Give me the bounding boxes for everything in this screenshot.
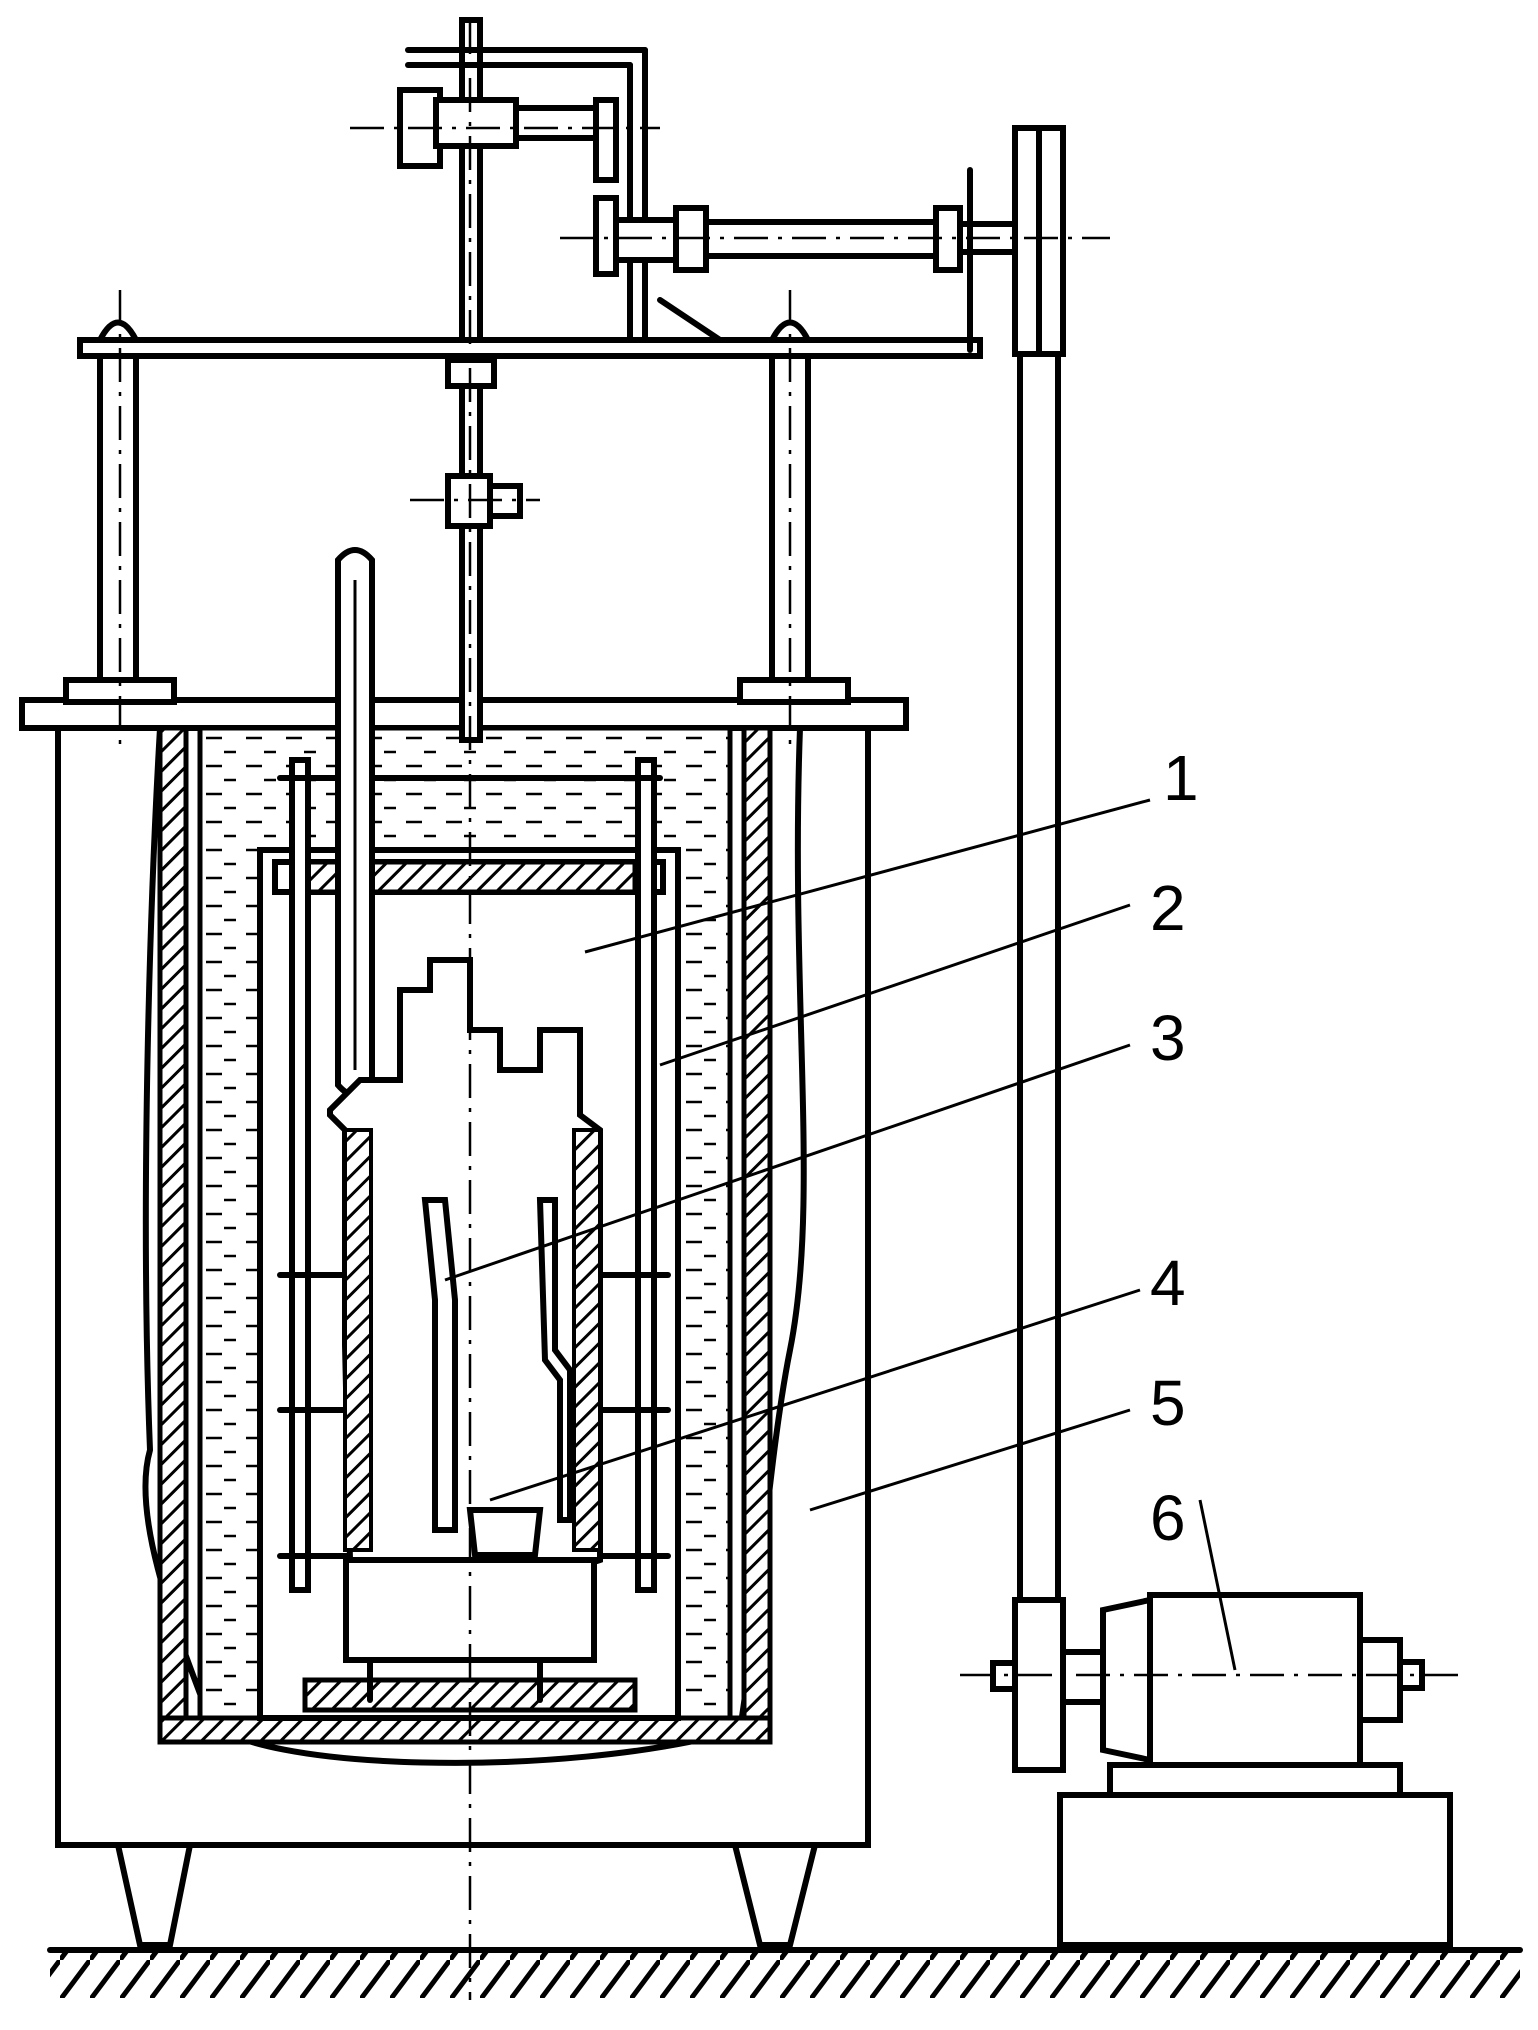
guide-rods	[277, 757, 671, 1593]
motor	[1057, 1592, 1453, 1948]
label-3: 3	[1150, 1002, 1186, 1074]
tank-legs	[114, 1842, 819, 1948]
label-2: 2	[1150, 872, 1186, 944]
cutaway-line	[142, 725, 807, 1766]
thermometer	[335, 547, 375, 1098]
insulation-wall	[157, 725, 773, 1745]
label-1: 1	[1163, 742, 1199, 814]
belt-drive	[990, 125, 1066, 1773]
drive-mechanism	[397, 47, 1023, 353]
sample-vessel	[327, 957, 603, 1703]
leader-lines	[444, 798, 1237, 1671]
label-4: 4	[1150, 1247, 1186, 1319]
center-axes	[118, 20, 1460, 2000]
label-6: 6	[1150, 1482, 1186, 1554]
ground	[47, 1947, 1523, 1998]
label-5: 5	[1150, 1367, 1186, 1439]
